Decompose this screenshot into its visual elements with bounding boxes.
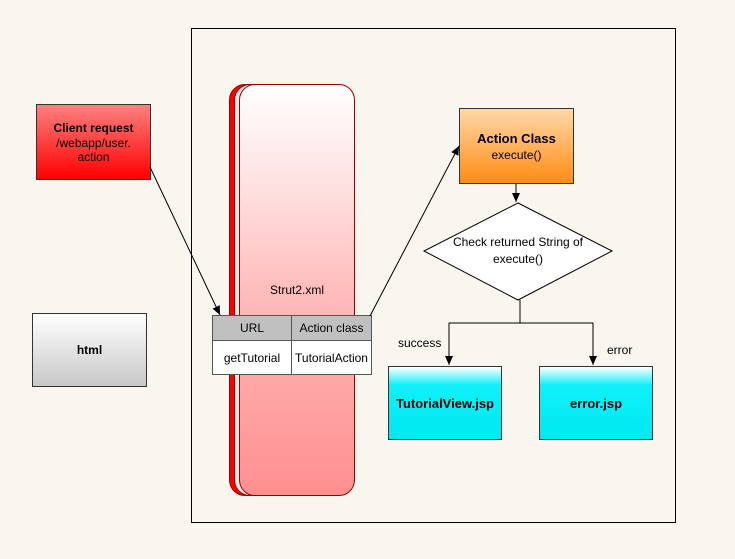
- decision-text-line2: execute(): [493, 252, 543, 266]
- action-class-method: execute(): [491, 147, 542, 162]
- client-request-title: Client request: [53, 120, 134, 135]
- arrow-error-branch: [520, 322, 597, 365]
- html-box[interactable]: html: [32, 313, 147, 387]
- arrow-strut-to-action: [369, 145, 460, 317]
- error-label: error: [607, 343, 633, 357]
- arrow-client-to-strut: [149, 166, 221, 316]
- strut-config-box[interactable]: [239, 84, 355, 496]
- decision-text-line1: Check returned String of: [453, 235, 584, 249]
- mapping-table: URL Action class getTutorial TutorialAct…: [212, 315, 372, 375]
- strut-label: Strut2.xml: [269, 283, 324, 297]
- mapping-header-action-class: Action class: [291, 315, 372, 341]
- mapping-cell-action-class: TutorialAction: [291, 340, 372, 375]
- arrow-success-branch: [445, 300, 521, 365]
- html-box-label: html: [76, 343, 103, 357]
- mapping-cell-url: getTutorial: [212, 340, 292, 375]
- client-request-url-line1: /webapp/user.: [56, 135, 131, 150]
- error-jsp-label: error.jsp: [569, 395, 623, 411]
- action-class-title: Action Class: [477, 130, 556, 146]
- tutorial-view-jsp-box[interactable]: TutorialView.jsp: [388, 366, 502, 440]
- client-request-url-line2: action: [77, 149, 110, 164]
- tutorial-view-jsp-label: TutorialView.jsp: [395, 395, 494, 411]
- action-class-box[interactable]: Action Class execute(): [459, 108, 574, 184]
- table-row: getTutorial TutorialAction: [212, 340, 372, 375]
- decision-diamond[interactable]: [422, 202, 614, 301]
- error-jsp-box[interactable]: error.jsp: [539, 366, 653, 440]
- client-request-box[interactable]: Client request /webapp/user. action: [36, 104, 151, 180]
- success-label: success: [398, 336, 442, 350]
